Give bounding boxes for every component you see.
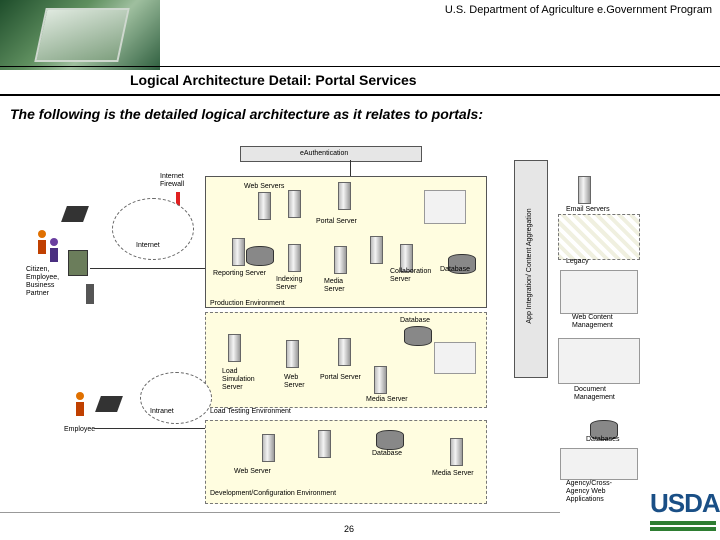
email-servers-label: Email Servers: [566, 206, 610, 213]
media-server-prod-icon: [334, 246, 347, 274]
indexing-server-label: Indexing Server: [276, 276, 303, 291]
eauth-label: eAuthentication: [300, 150, 349, 157]
employee-person-icon: [76, 392, 84, 416]
intranet-cloud: [140, 372, 212, 424]
intro-text: The following is the detailed logical ar…: [10, 106, 483, 122]
media-server-load-icon: [374, 366, 387, 394]
phone-icon: [86, 284, 94, 304]
footer-divider: [0, 512, 560, 513]
usda-logo: USDA: [650, 488, 720, 534]
document-mgmt-label: Document Management: [574, 386, 615, 401]
header-divider: [0, 66, 720, 67]
usda-logo-text: USDA: [650, 488, 720, 518]
citizen-person-icon: [38, 230, 46, 254]
dev-config-environment-box: [205, 420, 487, 504]
database-load-icon: [404, 326, 432, 346]
production-environment-label: Production Environment: [210, 300, 285, 307]
web-servers-label: Web Servers: [244, 183, 285, 190]
indexing-server-icon: [288, 244, 301, 272]
database-dev-label: Database: [372, 450, 402, 457]
web-server-dev-label: Web Server: [234, 468, 271, 475]
reporting-server-label: Reporting Server: [213, 270, 266, 277]
citizen-label: Citizen, Employee, Business Partner: [26, 266, 60, 297]
media-server-load-label: Media Server: [366, 396, 408, 403]
web-content-mgmt-screenshot: [560, 270, 638, 314]
web-server-load-icon: [286, 340, 299, 368]
web-server-icon-2: [288, 190, 301, 218]
employee-to-dev-arrow: [94, 428, 206, 429]
eauth-box: [240, 146, 422, 162]
employee-label: Employee: [64, 426, 96, 433]
databases-icon: [590, 420, 618, 440]
page-subtitle: Logical Architecture Detail: Portal Serv…: [130, 72, 417, 88]
internet-to-prod-arrow: [90, 268, 205, 269]
document-mgmt-screenshot: [558, 338, 640, 384]
internet-cloud: [112, 198, 194, 260]
web-server-dev-icon: [262, 434, 275, 462]
header-banner-image: [0, 0, 160, 70]
legacy-box: [558, 214, 640, 260]
load-testing-env-label: Load Testing Environment: [210, 408, 291, 415]
web-server-icon-3: [338, 182, 351, 210]
email-server-icon: [578, 176, 591, 204]
web-content-mgmt-label: Web Content Management: [572, 314, 613, 329]
web-server-dev-icon-2: [318, 430, 331, 458]
dev-config-env-label: Development/Configuration Environment: [210, 490, 337, 497]
portal-server-load-icon: [338, 338, 351, 366]
app-integration-bar: [514, 160, 548, 378]
portal-screenshot-thumb: [424, 190, 466, 224]
load-portal-screenshot: [434, 342, 476, 374]
program-title: U.S. Department of Agriculture e.Governm…: [444, 4, 712, 16]
employee-laptop-icon: [95, 396, 123, 412]
agency-apps-screenshot: [560, 448, 638, 480]
legacy-label: Legacy: [566, 258, 589, 265]
media-server-dev-label: Media Server: [432, 470, 474, 477]
internet-firewall-label: Internet Firewall: [160, 173, 185, 188]
internet-label: Internet: [136, 242, 160, 249]
web-server-load-label: Web Server: [284, 374, 305, 389]
citizen-person-icon-2: [50, 238, 58, 262]
database-load-label: Database: [400, 317, 430, 324]
reporting-db-icon: [246, 246, 274, 266]
database-prod-label: Database: [440, 266, 470, 273]
app-integration-label: App Integration/ Content Aggregation: [526, 208, 533, 324]
intranet-label: Intranet: [150, 408, 174, 415]
collab-server-label: Collaboration Server: [390, 268, 432, 283]
portal-server-top-label: Portal Server: [316, 218, 357, 225]
laptop-icon: [61, 206, 89, 222]
web-server-icon-1: [258, 192, 271, 220]
database-prod-icon: [448, 254, 476, 274]
subtitle-divider: [0, 94, 720, 96]
media-server-prod-label: Media Server: [324, 278, 345, 293]
load-sim-server-icon: [228, 334, 241, 362]
media-server-dev-icon: [450, 438, 463, 466]
page-number: 26: [344, 524, 355, 534]
portal-server-load-label: Portal Server: [320, 374, 361, 381]
collab-server-icon: [370, 236, 383, 264]
load-sim-label: Load Simulation Server: [222, 368, 255, 391]
databases-label: Databases: [586, 436, 620, 443]
reporting-server-icon: [232, 238, 245, 266]
eauth-connector: [350, 160, 351, 178]
agency-web-apps-label: Agency/Cross-Agency Web Applications: [566, 480, 612, 503]
collab-server-icon-2: [400, 244, 413, 272]
database-dev-icon: [376, 430, 404, 450]
pda-icon: [68, 250, 88, 276]
